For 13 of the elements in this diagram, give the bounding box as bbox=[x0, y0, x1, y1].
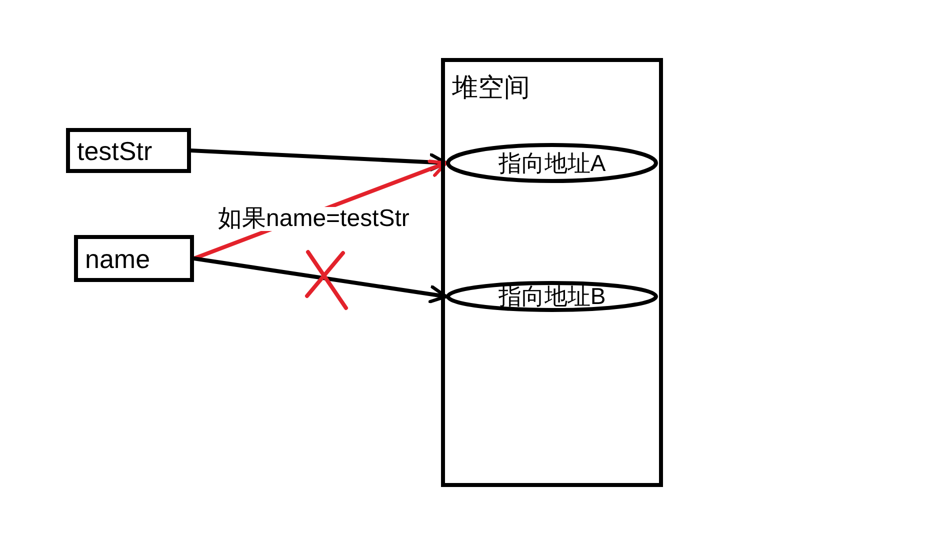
variable-box bbox=[74, 235, 194, 282]
address-ellipse bbox=[446, 143, 658, 183]
address-text: 指向地址A bbox=[498, 152, 606, 174]
variable-box bbox=[66, 128, 191, 173]
arrow bbox=[189, 148, 448, 172]
variable-name: name bbox=[85, 246, 150, 272]
address-text: 指向地址B bbox=[498, 285, 606, 308]
edge-label: 如果name=testStr bbox=[216, 207, 412, 231]
address-ellipse bbox=[446, 281, 658, 312]
arrow bbox=[192, 256, 448, 304]
heap-title: 堆空间 bbox=[452, 74, 530, 100]
heap-box bbox=[441, 58, 663, 487]
variable-name: testStr bbox=[77, 138, 152, 164]
